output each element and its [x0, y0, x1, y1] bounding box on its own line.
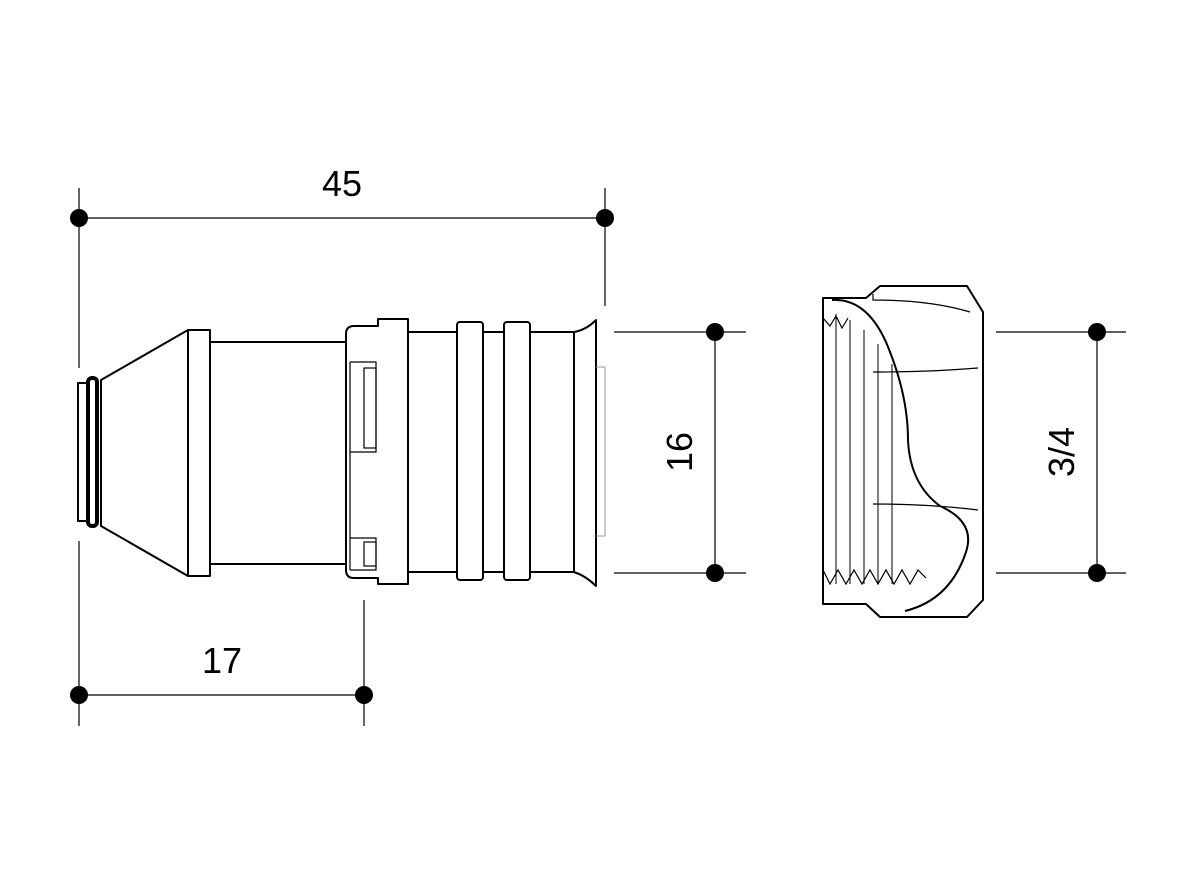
label-overall-length: 45	[322, 163, 362, 204]
sleeve-window-top	[350, 361, 377, 453]
main-shaft	[210, 341, 346, 565]
ring-2	[503, 321, 531, 581]
sleeve	[345, 318, 409, 585]
dimension-pipe-diameter	[614, 323, 746, 582]
label-insert-length: 17	[202, 640, 242, 681]
nut-facet-top	[872, 294, 971, 313]
dimension-overall	[70, 188, 614, 368]
label-pipe-diameter: 16	[659, 432, 700, 472]
oring	[86, 376, 99, 528]
pipe-section	[408, 331, 574, 573]
cone-collar	[187, 329, 211, 577]
nut-thread-lines	[835, 314, 893, 584]
fitting-body	[77, 318, 606, 587]
ring-1	[456, 321, 484, 581]
sleeve-window-bottom-slot	[363, 541, 377, 567]
dimension-insert	[70, 541, 373, 726]
union-nut	[822, 285, 984, 618]
cone-section	[100, 329, 189, 577]
nut-outline	[822, 285, 984, 618]
sleeve-window-bottom	[350, 537, 377, 571]
nut-facet-mid	[872, 367, 979, 511]
flared-end	[573, 319, 597, 587]
label-thread-size: 3/4	[1041, 427, 1082, 477]
nut-thread-teeth	[822, 568, 927, 586]
dimension-thread-size	[996, 323, 1126, 582]
sleeve-window-top-slot	[363, 367, 377, 449]
nut-cutaway	[831, 298, 970, 612]
nut-thread-teeth-top	[822, 314, 849, 330]
insert-hidden	[596, 366, 606, 537]
